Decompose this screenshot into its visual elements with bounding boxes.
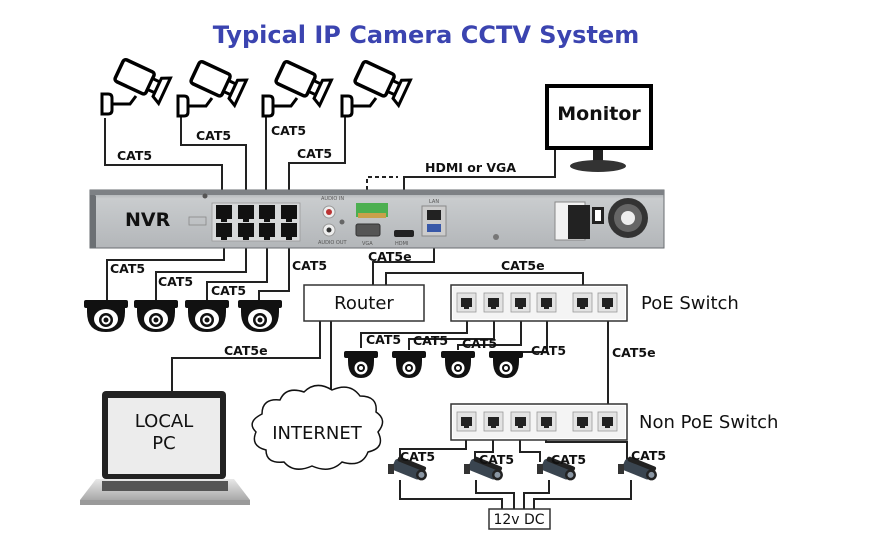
switch-port [456,292,477,313]
switch-port [483,411,504,432]
wire-dome-4 [258,240,290,300]
monitor: Monitor [545,84,653,172]
diagram-title: Typical IP Camera CCTV System [213,21,639,49]
switch-port [536,292,557,313]
non-poe-switch [450,403,628,441]
switch-port [572,292,593,313]
wire-dome-2 [155,240,247,300]
bullet-camera-icon [340,57,413,118]
cable-label-nvr-router: CAT5e [368,249,412,264]
dome-camera-icon [84,300,128,332]
dome-camera-icon [134,300,178,332]
wire-top-cam-4 [288,115,346,206]
dome-camera-icon [185,300,229,332]
hdmi-vga-label: HDMI or VGA [425,160,516,175]
dome-camera-icon [344,351,378,378]
internet-cloud: INTERNET [251,384,384,470]
switch-port [510,292,531,313]
switch-port [456,411,477,432]
switch-port [536,411,557,432]
cable-label: CAT5 [158,274,193,289]
router-label: Router [334,293,394,314]
cable-label: CAT5 [110,261,145,276]
cable-label-router-poe: CAT5e [501,258,545,273]
dome-camera-icon [489,351,523,378]
hdmi-label: HDMI [395,241,408,247]
internet-label: INTERNET [272,423,362,444]
wire-dome-1 [106,240,225,300]
switch-port [572,411,593,432]
wire-top-cam-1 [104,118,223,206]
cable-label: CAT5 [271,123,306,138]
wire-top-cam-2 [180,115,247,206]
cable-label: CAT5 [117,148,152,163]
cable-label: CAT5 [196,128,231,143]
wire-router-pc [171,321,321,392]
wire-power-1 [399,480,503,509]
cable-label: CAT5 [479,452,514,467]
wire-power-4 [533,480,632,509]
cable-label-poe-uplink: CAT5e [612,345,656,360]
router: Router [303,284,425,322]
cable-label: CAT5 [531,343,566,358]
switch-port [510,411,531,432]
power-supply-label: 12v DC [493,512,544,528]
cable-label: CAT5 [462,336,497,351]
cable-label-router-pc: CAT5e [224,343,268,358]
nvr-device: NVR AUDIO IN AUDIO OUT VGA HDMI [89,189,665,249]
wire-poe-cam-3 [457,303,522,350]
dome-camera-icon [392,351,426,378]
local-pc-line2: PC [152,433,175,454]
bullet-camera-icon [261,57,334,118]
poe-switch [450,284,628,322]
local-pc: LOCAL PC [80,391,250,505]
power-supply: 12v DC [488,508,551,530]
switch-port [597,411,618,432]
audio-in-label: AUDIO IN [321,196,344,202]
cable-label: CAT5 [551,452,586,467]
cable-label: CAT5 [631,448,666,463]
wire-power-2 [475,480,515,509]
non-poe-switch-label: Non PoE Switch [639,412,778,433]
poe-dome-cameras [344,351,523,378]
cable-label: CAT5 [400,449,435,464]
wire-power-3 [523,480,550,509]
lan-label: LAN [429,199,439,205]
dome-camera-icon [441,351,475,378]
dome-camera-icon [238,300,282,332]
bullet-camera-icon [100,55,173,116]
cable-label: CAT5 [366,332,401,347]
top-bullet-cameras [100,55,413,118]
cable-label: CAT5 [297,146,332,161]
nvr-label: NVR [125,209,171,231]
vga-label: VGA [362,241,373,247]
bullet-camera-icon [176,57,249,118]
audio-out-label: AUDIO OUT [318,240,348,246]
cable-label: CAT5 [292,258,327,273]
switch-port [597,292,618,313]
wire-dome-3 [206,240,268,300]
monitor-label: Monitor [557,103,641,125]
nvr-dome-cameras [84,300,282,332]
cable-label: CAT5 [211,283,246,298]
cable-label: CAT5 [413,333,448,348]
switch-port [483,292,504,313]
local-pc-line1: LOCAL [135,411,193,432]
poe-switch-label: PoE Switch [641,293,739,314]
